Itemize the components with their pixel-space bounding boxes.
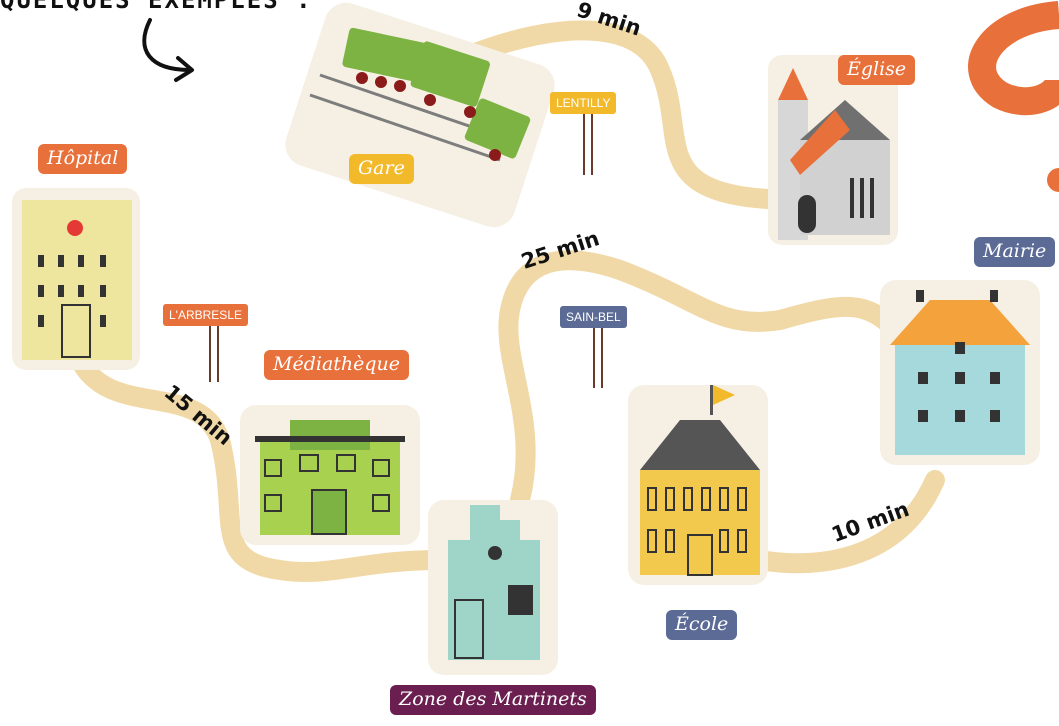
route-paths: [70, 20, 945, 583]
label-ecole: École: [666, 610, 738, 640]
label-hopital: Hôpital: [38, 144, 128, 174]
path-zone-top: [498, 250, 915, 510]
heading: QUELQUES EXEMPLES :: [0, 0, 313, 14]
sign-lentilly: LENTILLY: [550, 92, 617, 114]
mediatheque-icon: [240, 405, 420, 545]
school-icon: [628, 385, 768, 585]
path-gare-eglise: [460, 20, 810, 210]
sign-sainbel: SAIN-BEL: [560, 306, 627, 328]
church-icon: [768, 55, 898, 245]
path-ecole-mairie: [750, 470, 945, 574]
zone-house-icon: [428, 500, 558, 675]
decorative-loop: [968, 1, 1059, 116]
arrow-icon: [142, 18, 192, 72]
hospital-icon: [12, 188, 140, 370]
sign-arbresle: L'ARBRESLE: [163, 304, 248, 326]
label-mediatheque: Médiathèque: [264, 350, 410, 380]
mairie-icon: [880, 280, 1040, 465]
path-hopital-mediatheque: [70, 350, 450, 583]
label-zone: Zone des Martinets: [390, 685, 596, 715]
label-gare: Gare: [349, 154, 414, 184]
label-mairie: Mairie: [974, 237, 1056, 267]
label-eglise: Église: [838, 55, 916, 85]
